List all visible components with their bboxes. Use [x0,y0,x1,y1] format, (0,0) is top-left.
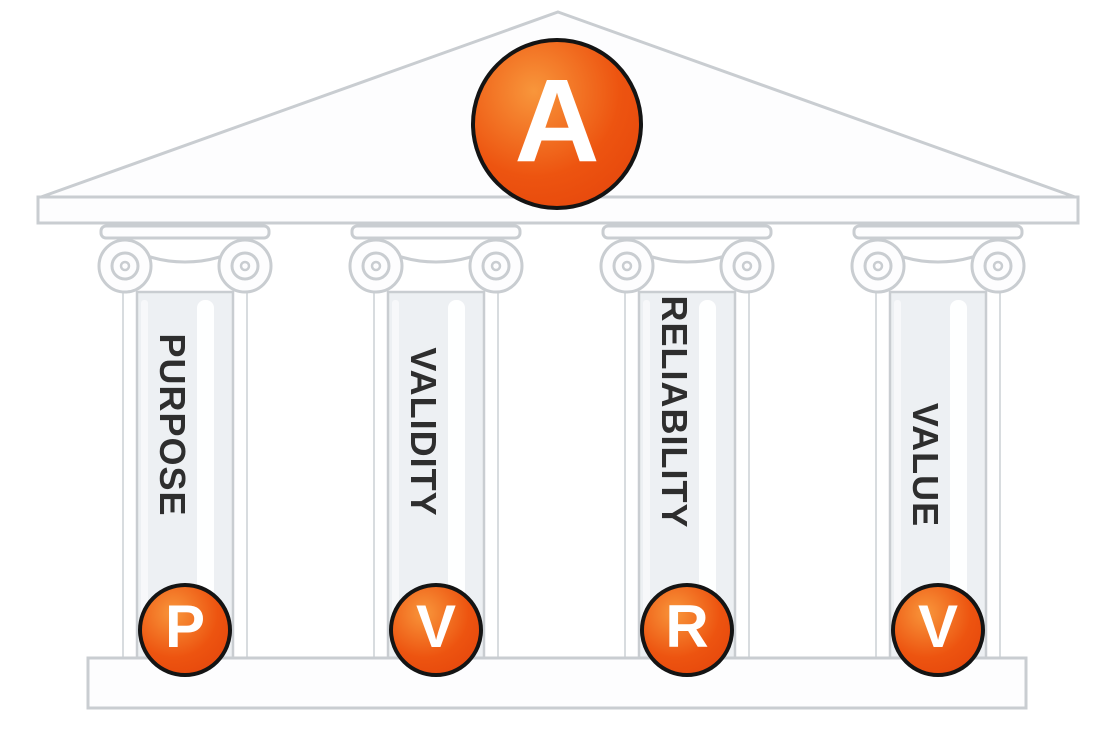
ionic-capital-icon [348,224,524,294]
pillar-label-purpose: PURPOSE [152,333,193,517]
shaft-highlight [699,300,716,650]
pillar-badge-purpose: P [138,583,232,677]
pillar-letter: V [917,593,959,660]
shaft-highlight [448,300,465,650]
shaft-highlight [643,300,650,650]
shaft-highlight [141,300,148,650]
ionic-capital-icon [97,224,273,294]
shaft-highlight [894,300,901,650]
shaft-highlight [392,300,399,650]
ionic-capital-icon [850,224,1026,294]
apex-letter: A [514,55,600,187]
apex-badge: A [471,38,643,210]
pillar-label-value: VALUE [905,402,946,528]
pillar-badge-validity: V [389,583,483,677]
pillar-label-validity: VALIDITY [403,347,444,517]
base-platform [86,656,1028,710]
pillar-badge-reliability: R [640,583,734,677]
pillar-letter: P [164,593,206,660]
ionic-capital-icon [599,224,775,294]
shaft-highlight [197,300,214,650]
pillar-label-reliability: RELIABILITY [654,295,695,529]
pillar-badge-value: V [891,583,985,677]
pillar-letter: V [415,593,457,660]
shaft-highlight [950,300,967,650]
pillar-letter: R [665,593,709,660]
